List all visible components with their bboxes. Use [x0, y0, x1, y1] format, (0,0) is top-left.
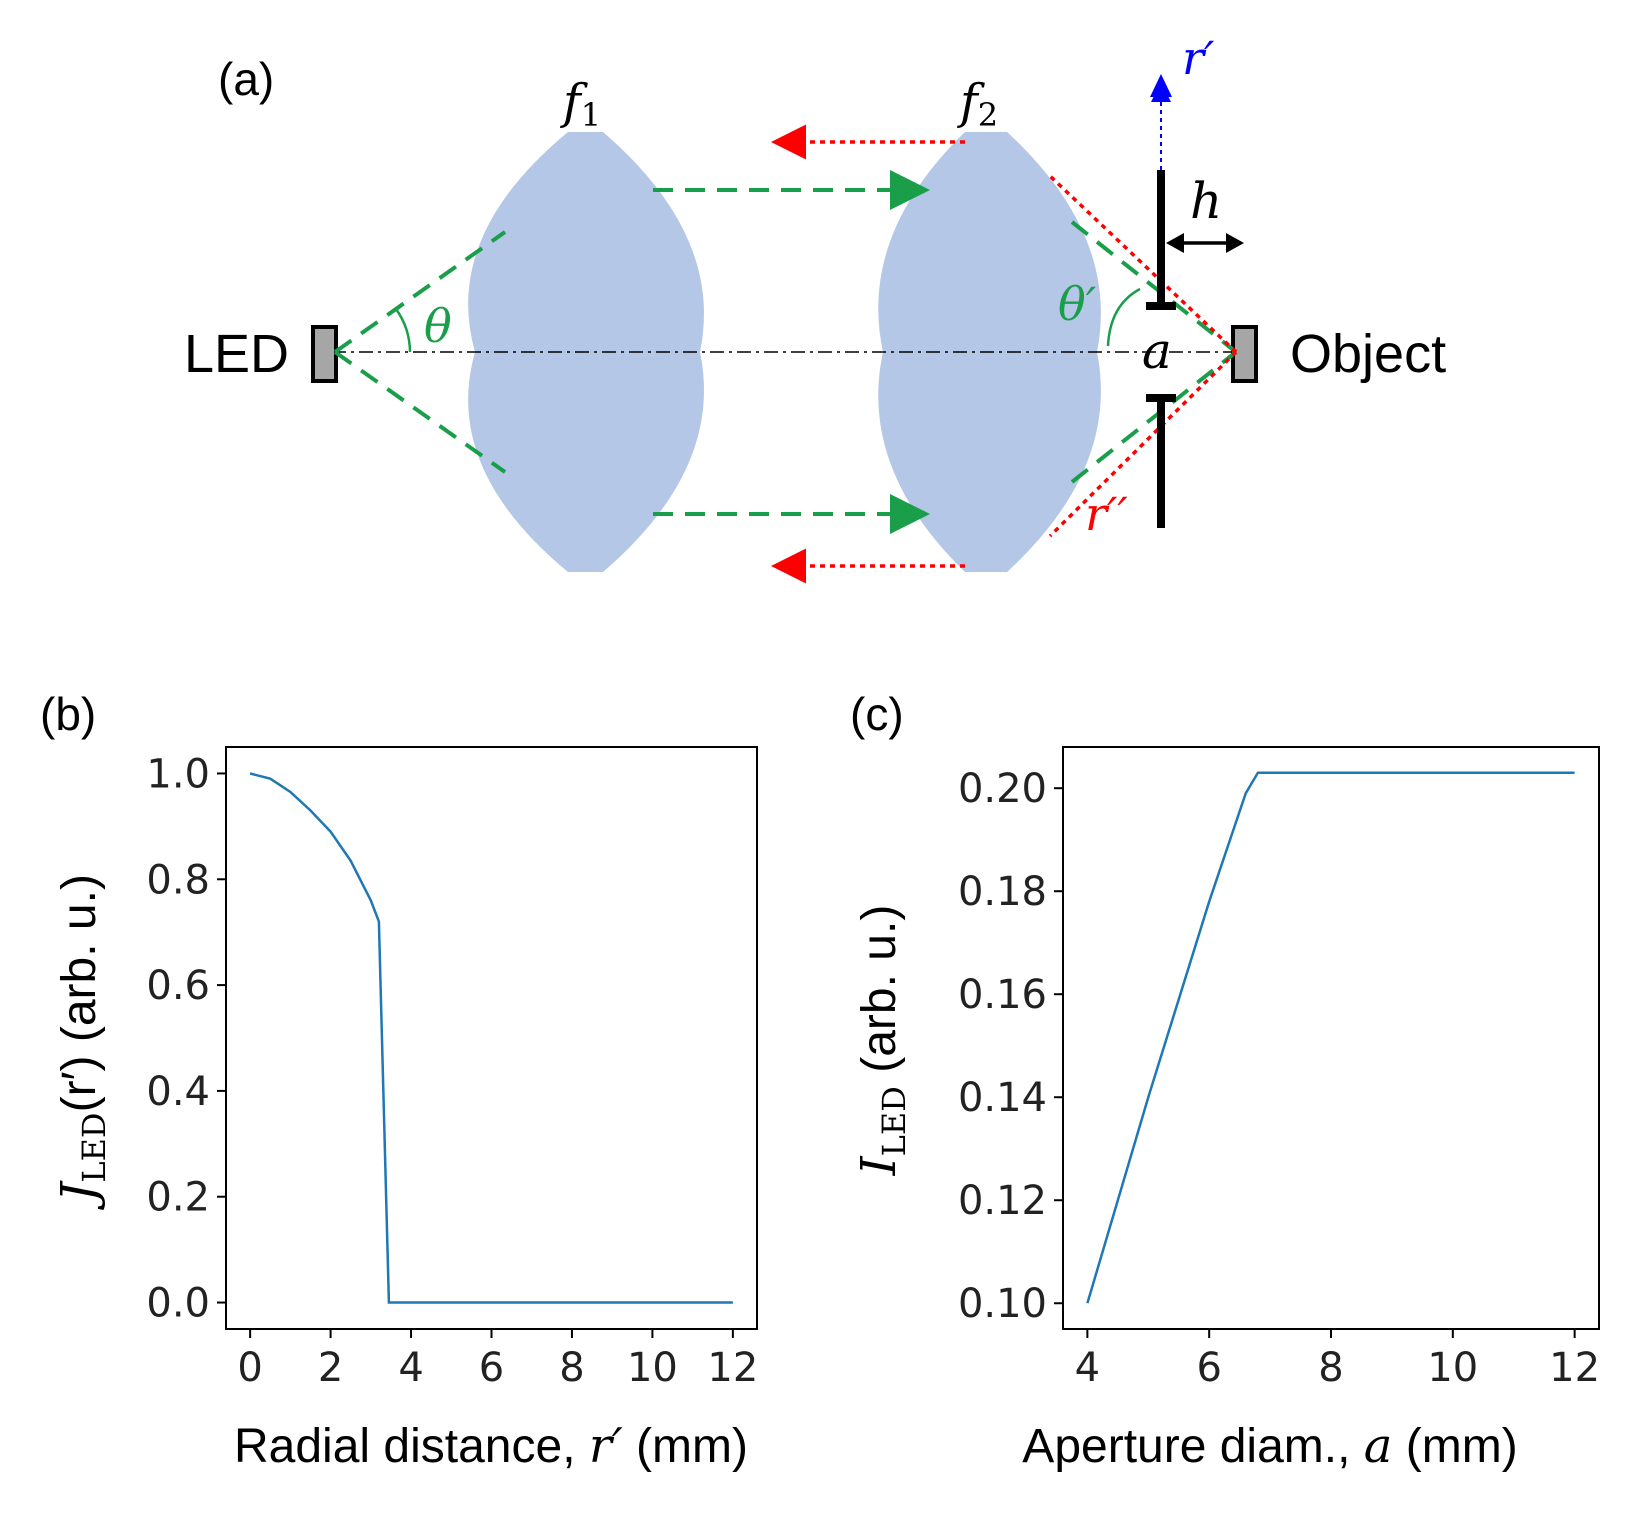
- led-source: [311, 325, 338, 383]
- panel-a-label: (a): [218, 53, 274, 105]
- c-y-tick-label: 0.18: [958, 869, 1047, 915]
- b-y-tick-label: 0.2: [146, 1175, 210, 1221]
- chart-b-panel-label: (b): [40, 688, 96, 740]
- chart-c-x-ticks: 4 6 8 10 12: [1075, 1329, 1600, 1391]
- led-label: LED: [184, 324, 289, 384]
- theta-prime-arc: [1106, 287, 1141, 347]
- chart-b-series-line: [249, 772, 733, 1304]
- ray-focus-down: [1070, 350, 1238, 484]
- h-arrow-head-left: [1166, 233, 1184, 253]
- c-y-tick-label: 0.20: [958, 766, 1047, 812]
- aperture-label: a: [1142, 322, 1172, 380]
- chart-c-y-axis-label: ILED (arb. u.): [851, 905, 913, 1177]
- r-prime-label: r′: [1182, 31, 1215, 85]
- lens-f1-label: f1: [560, 74, 601, 134]
- c-y-tick-label: 0.10: [958, 1281, 1047, 1327]
- b-x-tick-label: 2: [318, 1345, 343, 1391]
- c-x-tick-label: 12: [1549, 1345, 1600, 1391]
- chart-b-plot-area: [225, 746, 758, 1330]
- b-y-tick-label: 0.8: [146, 857, 210, 903]
- c-x-tick-label: 10: [1427, 1345, 1478, 1391]
- h-label: h: [1190, 172, 1222, 230]
- ray-led-down: [333, 350, 507, 474]
- c-y-tick-label: 0.12: [958, 1178, 1047, 1224]
- ray-led-up: [333, 230, 507, 354]
- b-x-tick-label: 6: [479, 1345, 504, 1391]
- chart-c-panel-label: (c): [850, 688, 904, 740]
- b-x-tick-label: 0: [237, 1345, 262, 1391]
- chart-b: (b) 0 2 4 6 8 10 12 0.0 0.2 0.4 0.6 0.8 1.0 Radial …: [40, 688, 758, 1474]
- b-y-tick-label: 1.0: [146, 751, 210, 797]
- chart-b-y-ticks: 0.0 0.2 0.4 0.6 0.8 1.0: [146, 751, 226, 1327]
- c-x-tick-label: 6: [1196, 1345, 1221, 1391]
- b-y-tick-label: 0.6: [146, 963, 210, 1009]
- b-x-tick-label: 4: [398, 1345, 423, 1391]
- b-x-tick-label: 10: [627, 1345, 678, 1391]
- chart-c-x-axis-label: Aperture diam., a (mm): [1022, 1418, 1517, 1474]
- theta-prime-label: θ′: [1058, 277, 1097, 331]
- chart-b-y-axis-label: JLED(r′) (arb. u.): [51, 874, 113, 1211]
- chart-b-x-axis-label: Radial distance, r′ (mm): [234, 1418, 748, 1474]
- chart-b-x-ticks: 0 2 4 6 8 10 12: [237, 1329, 758, 1391]
- r-prime-arrowhead: [1150, 74, 1172, 97]
- ray-reflected-up: [1048, 174, 1238, 354]
- chart-c-series-line: [1086, 771, 1575, 1304]
- chart-c-plot-area: [1062, 746, 1600, 1330]
- h-arrow-head-right: [1226, 233, 1244, 253]
- b-y-tick-label: 0.4: [146, 1069, 210, 1115]
- chart-c: (c) 4 6 8 10 12 0.10 0.12 0.14 0.16 0.18 0.20 Ape…: [850, 688, 1600, 1474]
- chart-c-y-ticks: 0.10 0.12 0.14 0.16 0.18 0.20: [958, 766, 1063, 1327]
- ray-focus-up: [1070, 220, 1238, 354]
- b-x-tick-label: 8: [559, 1345, 584, 1391]
- theta-arc: [394, 308, 412, 353]
- ray-reflected-down: [1048, 350, 1238, 538]
- c-x-tick-label: 4: [1075, 1345, 1100, 1391]
- theta-label: θ: [424, 299, 452, 353]
- b-y-tick-label: 0.0: [146, 1281, 210, 1327]
- c-x-tick-label: 8: [1318, 1345, 1343, 1391]
- panel-a-diagram: (a) f1 f2 LED Object θ θ′: [184, 31, 1446, 584]
- object-label: Object: [1290, 324, 1446, 384]
- c-y-tick-label: 0.14: [958, 1075, 1047, 1121]
- b-x-tick-label: 12: [707, 1345, 758, 1391]
- c-y-tick-label: 0.16: [958, 972, 1047, 1018]
- r-double-prime-label: r′′: [1085, 487, 1128, 541]
- lens-f2-label: f2: [957, 74, 998, 134]
